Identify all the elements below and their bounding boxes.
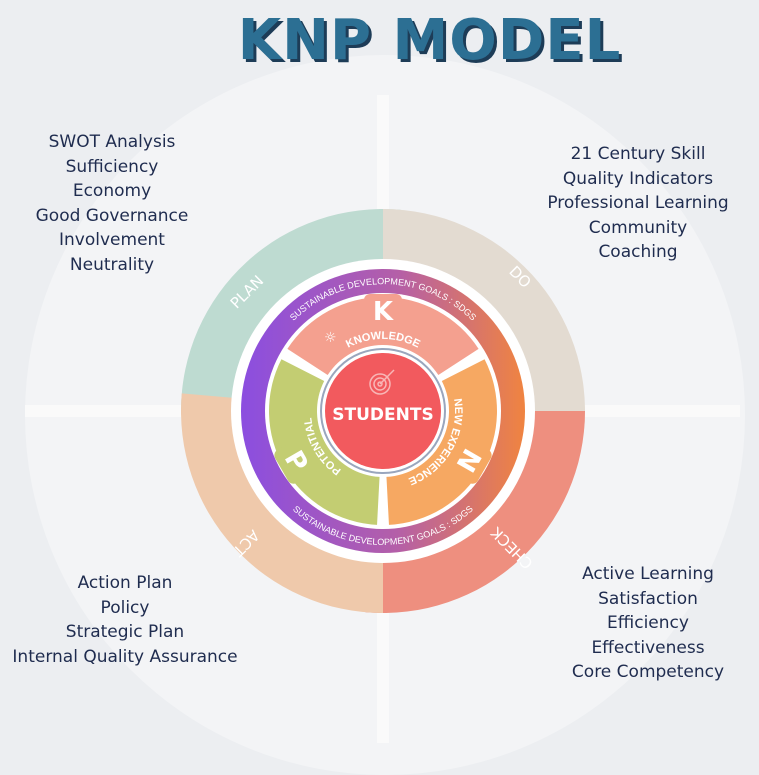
pdca-check-quadrant xyxy=(365,411,585,613)
page-title: KNP MODEL xyxy=(237,8,622,73)
list-item: Coaching xyxy=(598,242,678,262)
list-item: Satisfaction xyxy=(598,588,698,609)
list-item: Good Governance xyxy=(35,205,189,226)
list-item: Action Plan xyxy=(77,573,173,593)
list-item: Neutrality xyxy=(69,254,155,275)
new-experience-segment xyxy=(386,359,497,525)
list-item: SWOT Analysis xyxy=(48,132,176,152)
list-item: Strategic Plan xyxy=(65,622,185,642)
new-experience-tab xyxy=(447,438,492,484)
list-item: Active Learning xyxy=(582,564,714,584)
list-item: 21 Century Skill xyxy=(570,144,706,164)
list-item: Internal Quality Assurance xyxy=(12,646,238,667)
list-item: Professional Learning xyxy=(547,193,729,213)
potential-tab xyxy=(274,438,319,484)
list-item: Quality Indicators xyxy=(562,168,714,189)
plan-list: SWOT Analysis Sufficiency Economy Good G… xyxy=(22,130,202,277)
potential-segment xyxy=(269,359,380,525)
list-item: Effectiveness xyxy=(591,637,705,658)
list-item: Efficiency xyxy=(607,613,689,633)
students-label: STUDENTS xyxy=(332,405,433,425)
pdca-act-quadrant xyxy=(180,393,383,613)
knowledge-letter: K xyxy=(373,297,394,327)
list-item: Economy xyxy=(72,181,152,201)
check-list: Active Learning Satisfaction Efficiency … xyxy=(558,562,738,685)
knowledge-tab xyxy=(364,294,402,328)
list-item: Core Competency xyxy=(571,662,725,682)
act-list: Action Plan Policy Strategic Plan Intern… xyxy=(0,571,250,669)
pdca-do-quadrant xyxy=(383,209,585,429)
target-icon xyxy=(369,369,395,395)
list-item: Sufficiency xyxy=(65,156,159,177)
list-item: Involvement xyxy=(59,230,165,250)
lightbulb-icon: ☼ xyxy=(324,330,337,346)
center-outline xyxy=(320,348,446,474)
knp-diagram: SUSTAINABLE DEVELOPMENT GOALS : SDGS SUS… xyxy=(180,209,585,613)
list-item: Policy xyxy=(100,597,150,618)
knowledge-segment xyxy=(287,297,479,376)
do-list: 21 Century Skill Quality Indicators Prof… xyxy=(538,142,738,265)
students-center xyxy=(325,353,441,469)
list-item: Community xyxy=(588,217,688,238)
pdca-plan-quadrant xyxy=(181,209,401,411)
